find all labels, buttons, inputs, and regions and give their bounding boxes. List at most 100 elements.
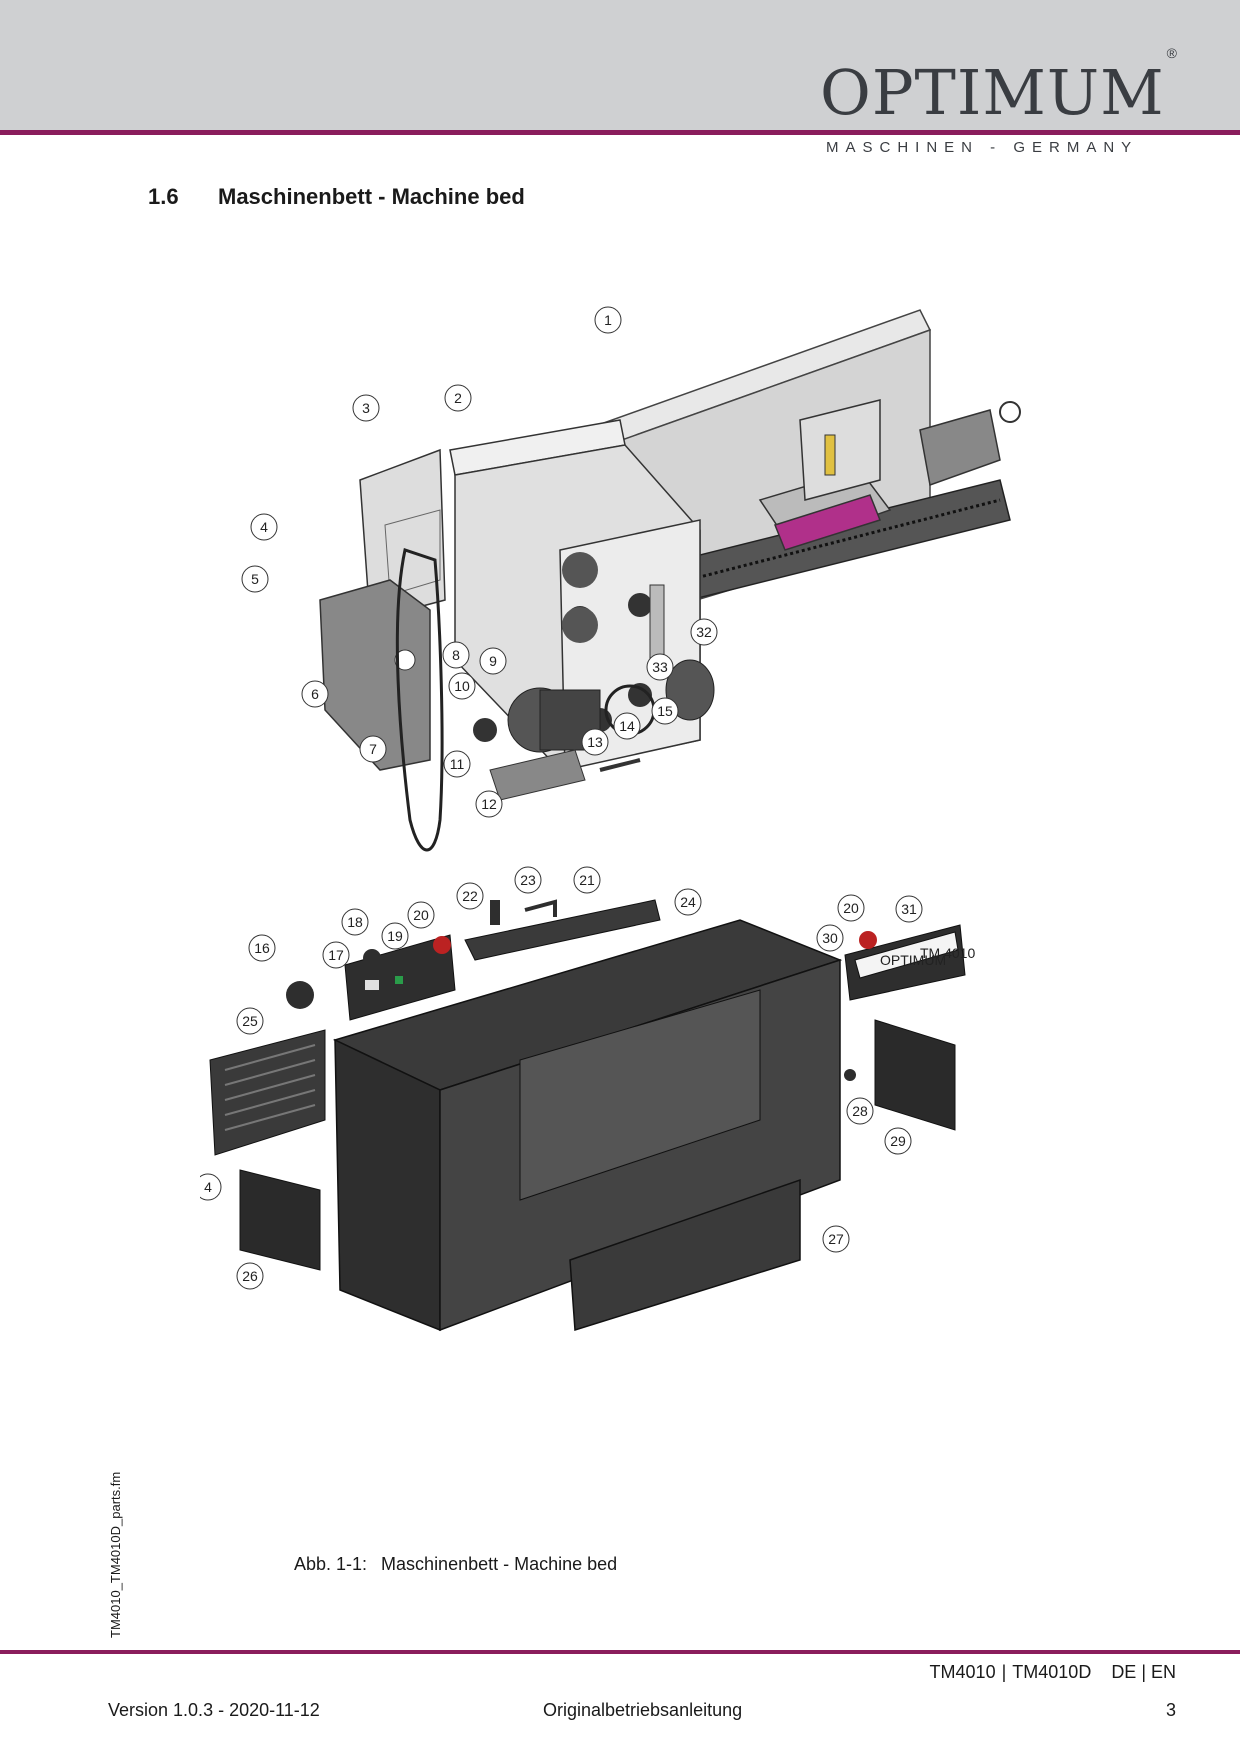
callout: 17 (322, 941, 350, 969)
logo-text: OPTIMUM (820, 56, 1165, 129)
svg-text:9: 9 (489, 653, 497, 669)
callout: 11 (443, 750, 471, 778)
svg-text:25: 25 (242, 1013, 258, 1029)
callout: 4 (200, 1173, 222, 1201)
callout: 27 (822, 1225, 850, 1253)
callout: 23 (514, 866, 542, 894)
svg-text:3: 3 (362, 400, 370, 416)
svg-text:19: 19 (387, 928, 403, 944)
svg-text:13: 13 (587, 734, 603, 750)
top-callouts: 1 2 3 4 5 6 7 8 9 10 11 12 13 14 15 32 3… (241, 306, 718, 818)
callout: 30 (816, 924, 844, 952)
callout: 18 (341, 908, 369, 936)
model-1: TM4010 (929, 1662, 996, 1682)
callout: 8 (442, 641, 470, 669)
callout: 1 (594, 306, 622, 334)
caption-label: Abb. 1-1: (294, 1554, 368, 1574)
callout: 16 (248, 934, 276, 962)
callout: 5 (241, 565, 269, 593)
svg-text:23: 23 (520, 872, 536, 888)
svg-text:28: 28 (852, 1103, 868, 1119)
exploded-parts-drawing: 1 2 3 4 5 6 7 8 9 10 11 12 13 14 15 32 3… (200, 306, 1021, 1332)
header-band (0, 0, 1240, 130)
svg-text:16: 16 (254, 940, 270, 956)
svg-text:22: 22 (462, 888, 478, 904)
callout: 19 (381, 922, 409, 950)
svg-text:4: 4 (204, 1179, 212, 1195)
callout: 28 (846, 1097, 874, 1125)
callout: 31 (895, 895, 923, 923)
svg-text:29: 29 (890, 1133, 906, 1149)
callout: 32 (690, 618, 718, 646)
callout: 12 (475, 790, 503, 818)
callout: 26 (236, 1262, 264, 1290)
bottom-callouts: 16 17 18 19 20 21 22 23 24 20 31 30 25 4… (200, 866, 923, 1290)
figure-caption: Abb. 1-1: Maschinenbett - Machine bed (294, 1554, 617, 1575)
section-title: Maschinenbett - Machine bed (218, 184, 525, 209)
callout: 21 (573, 866, 601, 894)
footer-models: TM4010|TM4010D DE | EN (924, 1662, 1176, 1683)
svg-text:26: 26 (242, 1268, 258, 1284)
model-separator: | (1001, 1662, 1007, 1682)
manual-type: Originalbetriebsanleitung (543, 1700, 743, 1720)
callout: 20 (407, 901, 435, 929)
svg-text:21: 21 (579, 872, 595, 888)
section-heading: 1.6 Maschinenbett - Machine bed (148, 184, 525, 210)
svg-text:1: 1 (604, 312, 612, 328)
svg-text:11: 11 (450, 756, 465, 772)
callout: 33 (646, 653, 674, 681)
cabinet-assembly-drawing (209, 899, 966, 1332)
svg-text:4: 4 (260, 519, 268, 535)
callout: 24 (674, 888, 702, 916)
svg-text:33: 33 (652, 659, 668, 675)
callout: 25 (236, 1007, 264, 1035)
callout: 13 (581, 728, 609, 756)
panel-label: OPTIMUM TM 4010 (880, 945, 975, 968)
svg-text:18: 18 (347, 914, 363, 930)
callout: 14 (613, 712, 641, 740)
callout: 29 (884, 1127, 912, 1155)
header-rule (0, 130, 1240, 135)
callout: 20 (837, 894, 865, 922)
registered-mark: ® (1166, 45, 1178, 62)
svg-text:14: 14 (619, 718, 635, 734)
callout: 6 (301, 680, 329, 708)
svg-text:2: 2 (454, 390, 462, 406)
brand-tagline: MASCHINEN - GERMANY (826, 139, 1139, 156)
svg-text:TM 4010: TM 4010 (920, 945, 975, 961)
svg-text:15: 15 (657, 703, 673, 719)
callout: 2 (444, 384, 472, 412)
svg-text:10: 10 (454, 678, 470, 694)
callout: 3 (352, 394, 380, 422)
svg-text:27: 27 (828, 1231, 844, 1247)
svg-text:7: 7 (369, 741, 377, 757)
svg-text:20: 20 (843, 900, 859, 916)
callout: 22 (456, 882, 484, 910)
callout: 15 (651, 697, 679, 725)
callout: 9 (479, 647, 507, 675)
svg-text:17: 17 (328, 947, 344, 963)
brand-logo: OPTIMUM® (820, 46, 1178, 124)
callout: 10 (448, 672, 476, 700)
source-filename: TM4010_TM4010D_parts.fm (108, 1471, 123, 1638)
caption-text: Maschinenbett - Machine bed (381, 1554, 618, 1574)
svg-text:32: 32 (696, 624, 712, 640)
svg-text:6: 6 (311, 686, 319, 702)
page-number: 3 (1165, 1700, 1176, 1720)
svg-text:20: 20 (413, 907, 429, 923)
lathe-assembly-drawing (319, 309, 1021, 852)
svg-text:OPTIMUM: OPTIMUM (880, 952, 946, 968)
svg-text:12: 12 (481, 796, 497, 812)
svg-text:5: 5 (251, 571, 259, 587)
callout: 4 (250, 513, 278, 541)
version-info: Version 1.0.3 - 2020-11-12 (108, 1700, 320, 1720)
footer-rule (0, 1650, 1240, 1654)
model-2: TM4010D (1012, 1662, 1092, 1682)
callout: 7 (359, 735, 387, 763)
svg-text:30: 30 (822, 930, 838, 946)
svg-text:24: 24 (680, 894, 696, 910)
section-number: 1.6 (148, 184, 179, 209)
svg-text:8: 8 (452, 647, 460, 663)
languages: DE | EN (1111, 1662, 1176, 1682)
svg-text:31: 31 (901, 901, 917, 917)
